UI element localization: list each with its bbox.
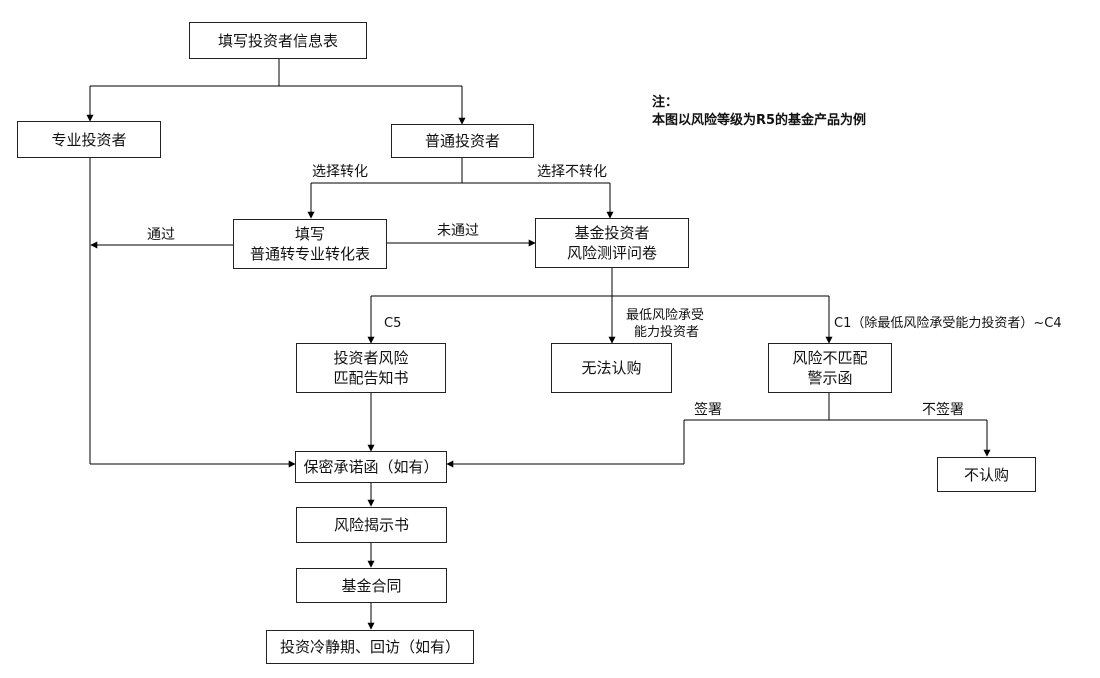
- ordinary-investor-node: 普通投资者: [391, 124, 534, 158]
- mismatch-warning-node: 风险不匹配 警示函: [768, 343, 892, 393]
- confidentiality-node: 保密承诺函（如有）: [295, 451, 447, 483]
- risk-questionnaire-node: 基金投资者 风险测评问卷: [535, 218, 689, 268]
- fund-contract-text: 基金合同: [341, 576, 402, 595]
- not-sign-label: 不签署: [922, 402, 964, 418]
- lowest-risk-label-line2: 能力投资者: [634, 325, 700, 340]
- professional-investor-text: 专业投资者: [51, 130, 127, 149]
- note-title: 注：: [652, 95, 679, 110]
- sign-label: 签署: [694, 402, 722, 418]
- conversion-form-node: 填写 普通转专业转化表: [233, 219, 387, 269]
- passed-label: 通过: [147, 227, 175, 243]
- mismatch-warning-line1: 风险不匹配: [792, 349, 868, 367]
- note-block: 注： 本图以风险等级为R5的基金产品为例: [652, 94, 866, 130]
- risk-questionnaire-line2: 风险测评问卷: [566, 244, 657, 262]
- ordinary-investor-text: 普通投资者: [424, 132, 500, 150]
- fund-contract-node: 基金合同: [296, 568, 447, 603]
- cooling-off-text: 投资冷静期、回访（如有）: [279, 638, 460, 656]
- risk-disclosure-node: 风险揭示书: [296, 507, 447, 543]
- fill-investor-info-text: 填写投资者信息表: [217, 31, 338, 50]
- match-notice-line1: 投资者风险: [333, 349, 409, 367]
- not-passed-label: 未通过: [437, 223, 479, 239]
- lowest-risk-label-line1: 最低风险承受: [626, 308, 705, 323]
- c5-label: C5: [384, 316, 402, 331]
- conversion-form-line2: 普通转专业转化表: [249, 245, 370, 263]
- choose-convert-label: 选择转化: [312, 164, 368, 180]
- confidentiality-text: 保密承诺函（如有）: [303, 458, 439, 476]
- choose-not-convert-label: 选择不转化: [537, 164, 607, 180]
- risk-questionnaire-line1: 基金投资者: [574, 224, 650, 242]
- match-notice-line2: 匹配告知书: [333, 369, 409, 387]
- match-notice-node: 投资者风险 匹配告知书: [296, 343, 446, 393]
- cannot-subscribe-text: 无法认购: [581, 359, 642, 377]
- fill-investor-info-node: 填写投资者信息表: [189, 22, 367, 59]
- c1-c4-label: C1（除最低风险承受能力投资者）~C4: [834, 316, 1062, 331]
- no-subscribe-node: 不认购: [937, 457, 1036, 492]
- cooling-off-node: 投资冷静期、回访（如有）: [266, 630, 474, 664]
- conversion-form-line1: 填写: [294, 225, 325, 243]
- risk-disclosure-text: 风险揭示书: [333, 516, 409, 534]
- professional-investor-node: 专业投资者: [17, 121, 161, 158]
- no-subscribe-text: 不认购: [963, 465, 1009, 484]
- mismatch-warning-line2: 警示函: [807, 369, 853, 387]
- cannot-subscribe-node: 无法认购: [551, 343, 672, 393]
- note-text: 本图以风险等级为R5的基金产品为例: [652, 113, 867, 128]
